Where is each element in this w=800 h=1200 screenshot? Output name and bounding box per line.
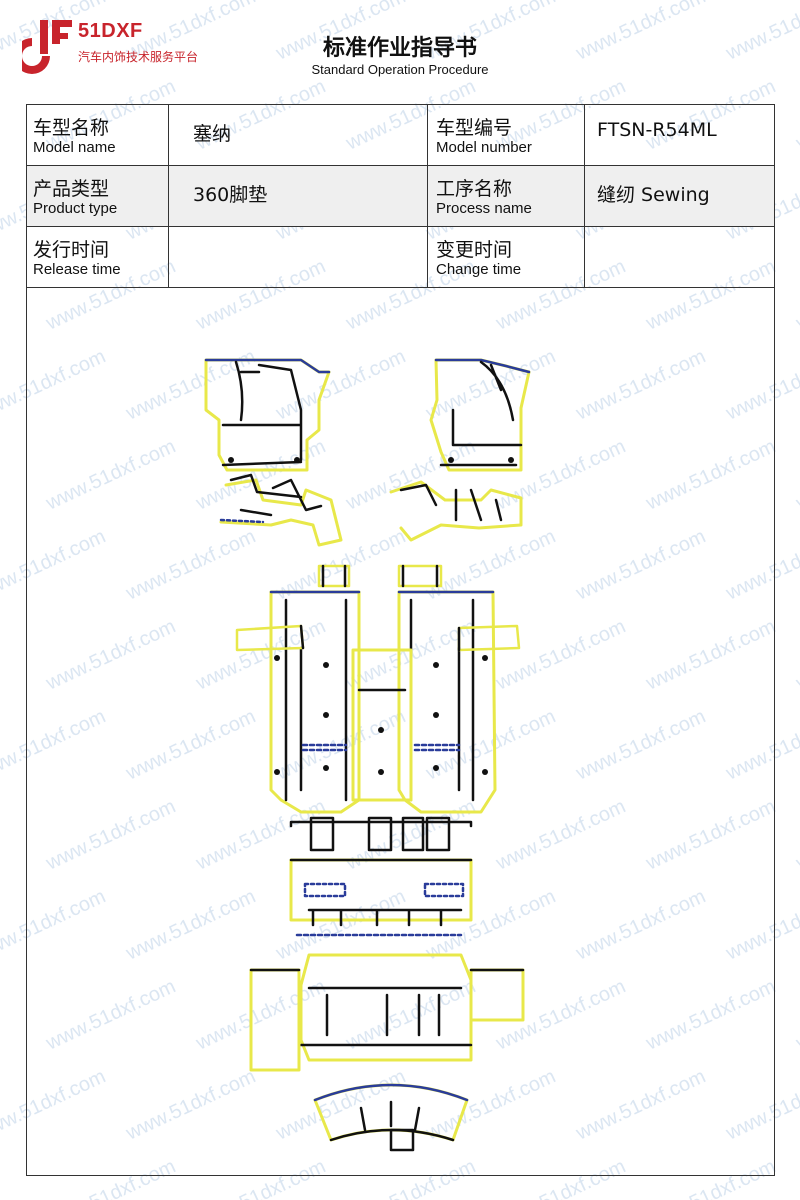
change-time-value-cell — [584, 226, 775, 288]
model-number-value: FTSN-R54ML — [597, 119, 717, 141]
change-time-label-en: Change time — [436, 261, 522, 278]
front-right-mat — [389, 358, 531, 542]
third-row-mat — [249, 953, 525, 1072]
model-name-value-cell: 塞纳 — [168, 104, 428, 166]
change-time-label-zh: 变更时间 — [436, 239, 513, 261]
info-table: 车型名称 Model name 塞纳 车型编号 Model number FTS… — [26, 104, 775, 288]
info-row-time: 发行时间 Release time 变更时间 Change time — [26, 226, 775, 288]
product-type-label: 产品类型 Product type — [26, 165, 169, 227]
process-name-label-zh: 工序名称 — [436, 178, 513, 200]
product-type-label-en: Product type — [33, 200, 118, 217]
process-name-label: 工序名称 Process name — [427, 165, 585, 227]
middle-left-panel — [235, 564, 361, 814]
logo-subtitle: 汽车内饰技术服务平台 — [78, 50, 199, 64]
floor-mat-pattern — [204, 358, 531, 1152]
watermark-text: www.51dxf.com — [792, 75, 800, 155]
watermark-text: www.51dxf.com — [792, 975, 800, 1055]
release-time-label-zh: 发行时间 — [33, 239, 110, 261]
floor-mat-diagram — [26, 288, 775, 1176]
watermark-text: www.51dxf.com — [792, 435, 800, 515]
product-type-label-zh: 产品类型 — [33, 178, 110, 200]
center-tunnel-panel — [351, 648, 413, 802]
process-name-value: 缝纫 Sewing — [597, 184, 710, 206]
second-row-mat — [289, 858, 473, 937]
info-row-product: 产品类型 Product type 360脚垫 工序名称 Process nam… — [26, 165, 775, 227]
logo-mark-icon — [22, 20, 72, 74]
middle-connector-strip — [289, 816, 473, 852]
watermark-text: www.51dxf.com — [792, 615, 800, 695]
model-number-label-en: Model number — [436, 139, 532, 156]
release-time-value-cell — [168, 226, 428, 288]
process-name-label-en: Process name — [436, 200, 532, 217]
change-time-label: 变更时间 Change time — [427, 226, 585, 288]
info-row-model: 车型名称 Model name 塞纳 车型编号 Model number FTS… — [26, 104, 775, 166]
product-type-value: 360脚垫 — [193, 184, 268, 206]
release-time-label: 发行时间 Release time — [26, 226, 169, 288]
watermark-text: www.51dxf.com — [792, 795, 800, 875]
page-subtitle: Standard Operation Procedure — [311, 62, 489, 77]
page-title: 标准作业指导书 — [322, 36, 477, 61]
logo: 51DXF 汽车内饰技术服务平台 — [22, 18, 242, 78]
front-left-mat — [204, 358, 343, 547]
watermark-text: www.51dxf.com — [792, 1155, 800, 1200]
watermark-text: www.51dxf.com — [792, 255, 800, 335]
model-name-label-en: Model name — [33, 139, 116, 156]
model-number-label: 车型编号 Model number — [427, 104, 585, 166]
model-name-label: 车型名称 Model name — [26, 104, 169, 166]
middle-right-panel — [397, 564, 521, 814]
product-type-value-cell: 360脚垫 — [168, 165, 428, 227]
release-time-label-en: Release time — [33, 261, 121, 278]
logo-brand: 51DXF — [78, 20, 143, 42]
process-name-value-cell: 缝纫 Sewing — [584, 165, 775, 227]
trunk-mat — [313, 1083, 469, 1152]
model-number-value-cell: FTSN-R54ML — [584, 104, 775, 166]
model-number-label-zh: 车型编号 — [436, 117, 513, 139]
model-name-value: 塞纳 — [193, 123, 232, 145]
model-name-label-zh: 车型名称 — [33, 117, 110, 139]
